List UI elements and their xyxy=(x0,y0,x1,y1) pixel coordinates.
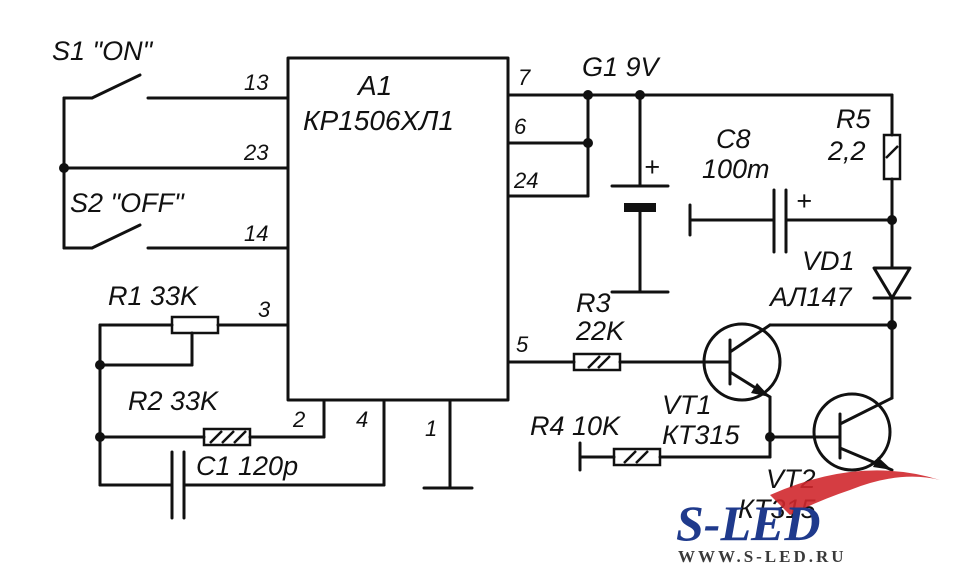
c1-label: C1 120p xyxy=(196,451,298,481)
pin-23-label: 23 xyxy=(243,140,269,165)
r3-val-label: 22K xyxy=(575,316,625,346)
r5-val-label: 2,2 xyxy=(827,136,866,166)
s2-contact xyxy=(90,223,142,250)
junction-pin7 xyxy=(583,90,593,100)
vt2-collector xyxy=(838,396,894,426)
pin-13-label: 13 xyxy=(244,70,269,95)
watermark-brand: S-LED xyxy=(676,495,820,551)
vt2-circle xyxy=(812,392,892,472)
vd1-triangle xyxy=(872,266,912,300)
junction-s-common xyxy=(59,163,69,173)
r3-ref-label: R3 xyxy=(576,288,611,318)
pin-3-label: 3 xyxy=(258,297,271,322)
pin-24-label: 24 xyxy=(513,168,538,193)
r2-hatch-1 xyxy=(209,430,223,444)
pin-14-label: 14 xyxy=(244,221,268,246)
s2-label: S2 "OFF" xyxy=(70,188,185,218)
vt2-emitter-arrow xyxy=(873,457,892,470)
r2-hatch-3 xyxy=(233,430,247,444)
ic-ref-label: A1 xyxy=(356,70,392,101)
c8-plus: + xyxy=(796,186,812,216)
r4-label: R4 10K xyxy=(530,411,621,441)
pin-1-label: 1 xyxy=(425,416,437,441)
r5-hatch xyxy=(885,145,899,159)
pin-5-label: 5 xyxy=(516,332,529,357)
vt1-circle xyxy=(702,322,782,402)
r5-ref-label: R5 xyxy=(836,104,871,134)
r2-hatch-2 xyxy=(221,430,235,444)
c8-ref-label: C8 xyxy=(716,124,751,154)
s1-label: S1 "ON" xyxy=(52,36,154,66)
r4-hatch-2 xyxy=(635,450,649,464)
r1-label: R1 33K xyxy=(108,281,199,311)
vt1-ref-label: VT1 xyxy=(662,390,712,420)
r3-hatch-2 xyxy=(597,355,611,369)
vt1-part-label: КТ315 xyxy=(662,420,740,450)
r4-hatch-1 xyxy=(623,450,637,464)
vt1-collector xyxy=(728,323,772,354)
pin-6-label: 6 xyxy=(514,114,527,139)
watermark-swoosh xyxy=(770,470,940,515)
c8-val-label: 100m xyxy=(702,154,770,184)
r3-hatch-1 xyxy=(587,355,601,369)
s1-contact xyxy=(90,73,142,100)
vt1-emitter-arrow xyxy=(751,383,770,397)
junction-battery xyxy=(635,90,645,100)
g1-plus: + xyxy=(644,152,660,182)
vd1-part-label: АЛ147 xyxy=(768,282,853,312)
r1-body xyxy=(170,315,220,335)
g1-label: G1 9V xyxy=(582,52,662,82)
battery-short-plate xyxy=(624,203,656,212)
ic-part-label: КР1506ХЛ1 xyxy=(303,105,454,136)
r3-body xyxy=(572,352,622,372)
r2-label: R2 33K xyxy=(128,386,219,416)
pin-7-label: 7 xyxy=(518,65,531,90)
vd1-ref-label: VD1 xyxy=(802,246,855,276)
watermark-url: WWW.S-LED.RU xyxy=(678,547,847,566)
pin-2-label: 2 xyxy=(292,407,305,432)
ic-a1-body xyxy=(286,56,510,402)
pin-4-label: 4 xyxy=(356,407,368,432)
s-led-watermark: S-LED WWW.S-LED.RU xyxy=(676,470,940,566)
junction-r1-wiper xyxy=(95,360,105,370)
junction-pin6 xyxy=(583,138,593,148)
